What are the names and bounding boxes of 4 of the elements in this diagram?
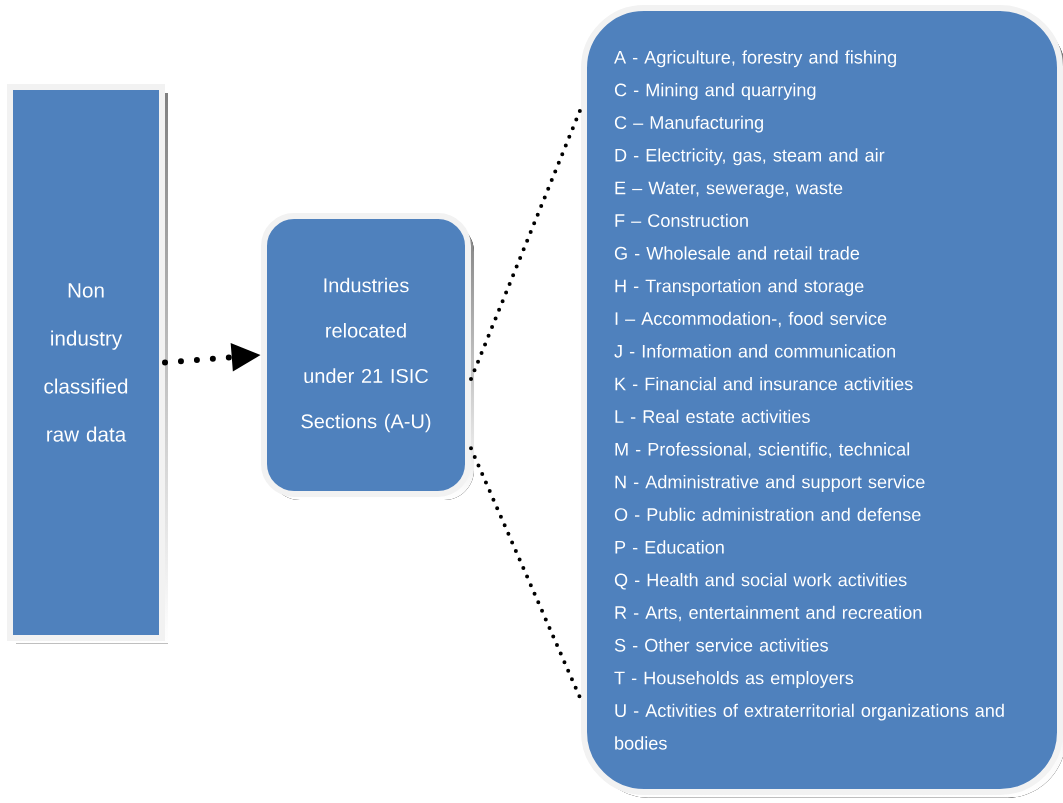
list-box: A - Agriculture, forestry and fishing C - Mining and quarrying C – Manufacturing D - Electricity, gas, steam and air E – Water, sewerage, waste F – Construction G - Wholesale and retail trade H - Transportation and storage I – Accommodation-, food service J - Information and communication K - Financial and insurance activities L - Real estate activities M - Professional, scientific, technical N - Administrative and support service O - Public administration and defense P - Education Q - Health and social work activities R - Arts, entertainment and recreation S - Other service activities T - Households as employers U - Activities of extraterritorial organizations and bodies	[581, 5, 1063, 798]
process-box: Non industry classified raw data	[7, 84, 168, 644]
connector-line	[469, 106, 583, 381]
rounded-box: Industries relocated under 21 ISIC Sections (A-U)	[261, 213, 474, 500]
